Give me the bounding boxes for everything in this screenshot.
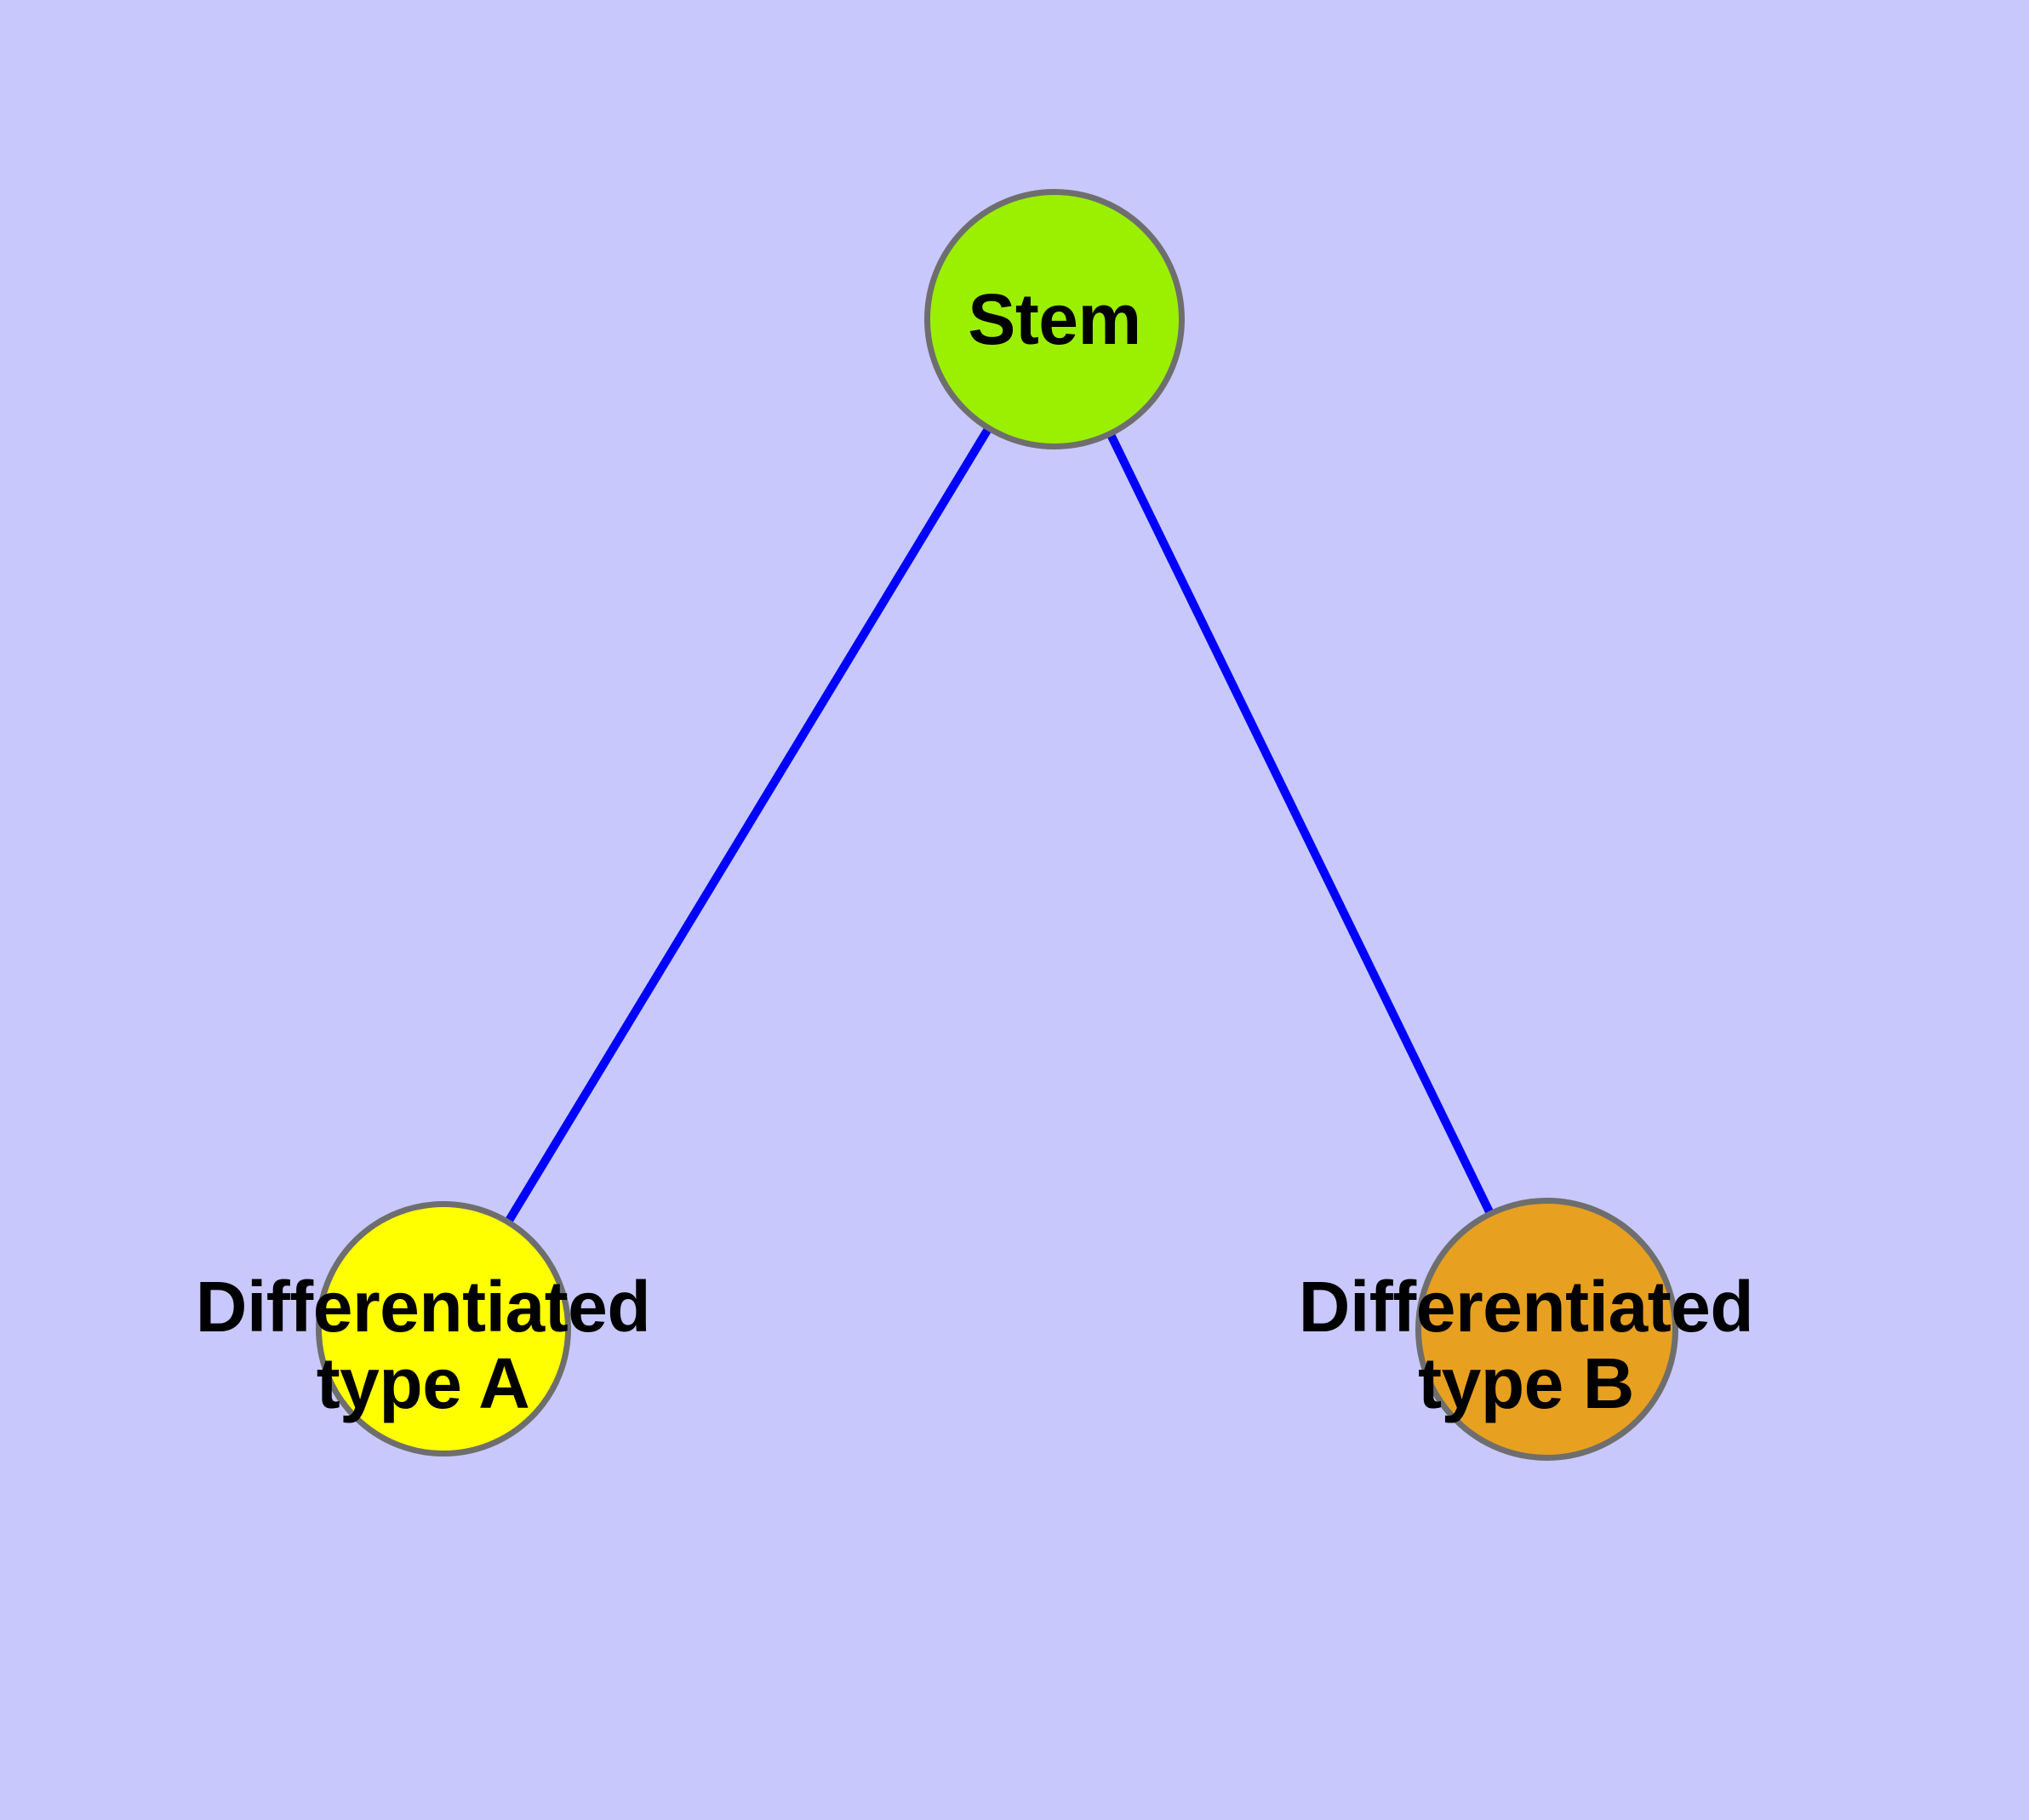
node-diff-a[interactable]	[316, 1201, 571, 1457]
edge-stem-to-diff-b	[1050, 317, 1551, 1331]
node-label-line: type B	[1418, 1343, 1634, 1424]
node-stem[interactable]	[924, 189, 1185, 449]
node-label-line: type A	[316, 1343, 530, 1424]
node-diff-b[interactable]	[1415, 1197, 1678, 1461]
node-label-line: Differentiated	[195, 1266, 651, 1347]
node-label-line: Differentiated	[1298, 1266, 1754, 1347]
edge-stem-to-diff-a	[439, 317, 1059, 1331]
